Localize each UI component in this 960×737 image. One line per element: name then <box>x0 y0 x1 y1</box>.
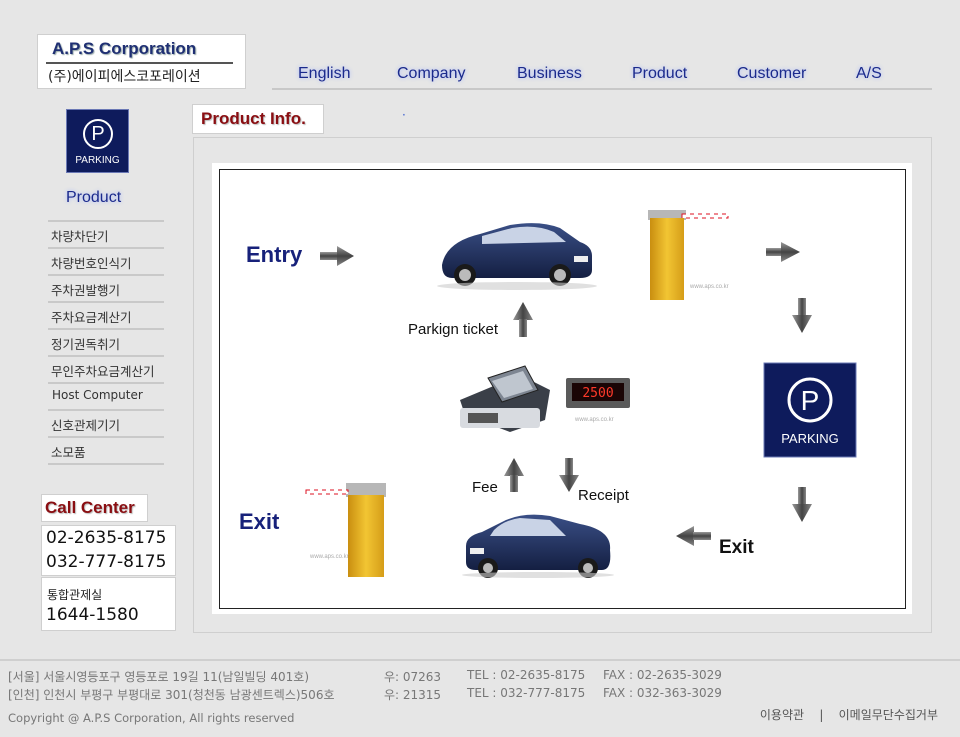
footer-divider <box>0 659 960 661</box>
nav-customer[interactable]: Customer <box>737 65 807 82</box>
watermark-text-2: www.aps.co.kr <box>574 417 614 423</box>
entry-label: Entry <box>246 242 303 267</box>
logo-divider <box>46 62 233 64</box>
company-logo[interactable]: A.P.S Corporation (주)에이피에스코포레이션 <box>37 34 246 89</box>
product-info-title: Product Info. <box>192 104 324 134</box>
watermark-text: www.aps.co.kr <box>689 284 729 290</box>
receipt-arrow-down-icon <box>559 458 579 492</box>
fee-label: Fee <box>472 479 498 496</box>
footer-links: 이용약관 | 이메일무단수집거부 <box>760 706 938 723</box>
call-center-numbers: 02-2635-8175 032-777-8175 <box>41 525 176 576</box>
arrow-right-icon <box>766 242 800 262</box>
exit-arrow-left-icon <box>676 526 711 546</box>
parking-ticket-label: Parkign ticket <box>408 321 499 338</box>
call-number-incheon: 032-777-8175 <box>46 552 167 572</box>
sidebar-item-barrier[interactable]: 차량차단기 <box>48 220 164 247</box>
parking-sign-letter: P <box>801 385 820 416</box>
nav-business[interactable]: Business <box>517 65 582 82</box>
sidebar-item-signal-control[interactable]: 신호관제기기 <box>48 409 164 436</box>
footer-tel: TEL : 032-777-8175 <box>467 686 586 700</box>
parking-logo-text: PARKING <box>75 155 120 166</box>
exit-barrier-icon: www.aps.co.kr <box>305 483 386 577</box>
sidebar-item-fee-calculator[interactable]: 주차요금계산기 <box>48 301 164 328</box>
entry-barrier-icon: www.aps.co.kr <box>648 210 729 300</box>
sidebar-item-pass-reader[interactable]: 정기권독취기 <box>48 328 164 355</box>
footer-fax: FAX : 032-363-3029 <box>603 686 722 700</box>
footer-fax: FAX : 02-2635-3029 <box>603 668 722 682</box>
sidebar-title: Product <box>66 189 122 206</box>
arrow-down-2-icon <box>792 487 812 522</box>
fee-display-value: 2500 <box>582 386 613 401</box>
sidebar-menu: 차량차단기 차량번호인식기 주차권발행기 주차요금계산기 정기권독취기 무인주차… <box>48 220 164 465</box>
nav-company[interactable]: Company <box>397 65 466 82</box>
parking-sign-icon: P PARKING <box>763 362 857 458</box>
sidebar-menu-end <box>48 463 164 465</box>
sidebar-item-supplies[interactable]: 소모품 <box>48 436 164 463</box>
nav-product[interactable]: Product <box>632 65 688 82</box>
parking-logo: P PARKING <box>66 109 129 173</box>
logo-korean: (주)에이피에스코포레이션 <box>48 69 201 85</box>
arrow-up-icon <box>513 302 533 337</box>
watermark-text-3: www.aps.co.kr <box>309 554 349 560</box>
parking-p-icon: P <box>83 119 113 149</box>
parking-flow-diagram: www.aps.co.kr P PARKING <box>219 169 906 609</box>
sidebar-item-ticket-issuer[interactable]: 주차권발행기 <box>48 274 164 301</box>
fee-display-icon: 2500 www.aps.co.kr <box>566 378 630 423</box>
footer-tel: TEL : 02-2635-8175 <box>467 668 586 682</box>
entry-arrow-icon <box>320 246 354 266</box>
nav-english[interactable]: English <box>298 65 351 82</box>
nav-as[interactable]: A/S <box>856 65 882 82</box>
entry-car-icon <box>437 223 597 290</box>
footer-zip: 우: 21315 <box>384 688 442 702</box>
fee-calculator-kiosk-icon <box>460 365 550 432</box>
exit-label: Exit <box>239 509 280 534</box>
terms-link[interactable]: 이용약관 <box>759 708 805 722</box>
call-center-title: Call Center <box>41 494 148 522</box>
exit-car-icon <box>462 514 614 578</box>
control-center-box: 통합관제실 1644-1580 <box>41 577 176 631</box>
email-refusal-link[interactable]: 이메일무단수집거부 <box>838 708 938 722</box>
exit-direction-label: Exit <box>719 537 754 558</box>
control-center-label: 통합관제실 <box>47 588 103 602</box>
copyright-text: Copyright @ A.P.S Corporation, All right… <box>8 711 295 725</box>
footer-address: [서울] 서울시영등포구 영등포로 19길 11(남일빌딩 401호) <box>8 670 310 684</box>
receipt-label: Receipt <box>578 487 629 504</box>
fee-arrow-up-icon <box>504 458 524 492</box>
control-center-number: 1644-1580 <box>46 605 139 625</box>
decorative-dot: · <box>402 108 406 122</box>
top-nav: English Company Business Product Custome… <box>272 60 932 90</box>
arrow-down-icon <box>792 298 812 333</box>
parking-flow-illustration: www.aps.co.kr P PARKING <box>305 210 857 578</box>
footer-zip: 우: 07263 <box>384 670 442 684</box>
logo-english: A.P.S Corporation <box>52 39 197 58</box>
parking-sign-text: PARKING <box>781 431 839 446</box>
sidebar-item-host-computer[interactable]: Host Computer <box>48 382 164 409</box>
sidebar-item-plate-recognition[interactable]: 차량번호인식기 <box>48 247 164 274</box>
call-number-seoul: 02-2635-8175 <box>46 528 167 548</box>
footer-separator: | <box>819 708 824 722</box>
sidebar-item-unmanned-calculator[interactable]: 무인주차요금계산기 <box>48 355 164 382</box>
footer-address: [인천] 인천시 부평구 부평대로 301(청천동 남광센트렉스)506호 <box>8 688 335 702</box>
